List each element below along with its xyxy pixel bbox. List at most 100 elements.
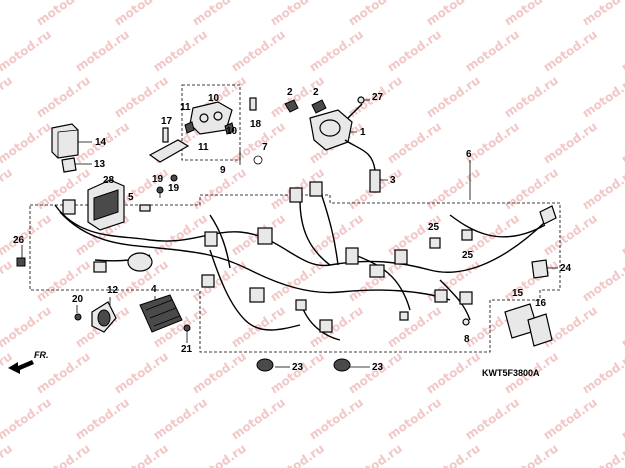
- watermark-text: motod.ru: [502, 73, 561, 120]
- callout-9: 9: [220, 165, 226, 176]
- callout-21: 21: [181, 344, 193, 355]
- fuse-box-28: [87, 179, 125, 231]
- watermark-text: motod.ru: [190, 349, 249, 396]
- watermark-text: motod.ru: [151, 395, 210, 442]
- harness-cylinder: [127, 252, 153, 272]
- callout-24: 24: [560, 263, 572, 274]
- watermark-text: motod.ru: [229, 27, 288, 74]
- watermark-text: motod.ru: [0, 73, 15, 120]
- callout-19a: 19: [152, 174, 164, 185]
- watermark-text: motod.ru: [190, 257, 249, 304]
- watermark-text: motod.ru: [268, 0, 327, 28]
- watermark-text: motod.ru: [34, 257, 93, 304]
- callout-18: 18: [250, 119, 262, 130]
- watermark-text: motod.ru: [580, 257, 625, 304]
- watermark-text: motod.ru: [346, 441, 405, 468]
- watermark-text: motod.ru: [541, 27, 600, 74]
- callout-23a: 23: [292, 362, 304, 373]
- harness-connectors: [62, 181, 557, 333]
- callout-10a: 10: [208, 93, 220, 104]
- callout-15: 15: [512, 288, 524, 299]
- watermark-text: motod.ru: [151, 27, 210, 74]
- watermark-text: motod.ru: [34, 0, 93, 28]
- watermark-text: motod.ru: [424, 441, 483, 468]
- watermark-text: motod.ru: [424, 0, 483, 28]
- watermark-text: motod.ru: [0, 211, 54, 258]
- callout-25a: 25: [428, 222, 440, 233]
- watermark-text: motod.ru: [502, 441, 561, 468]
- callout-17: 17: [161, 116, 173, 127]
- watermark-text: motod.ru: [424, 349, 483, 396]
- callout-11b: 11: [198, 142, 209, 153]
- callout-12: 12: [107, 285, 119, 296]
- watermark-text: motod.ru: [385, 303, 444, 350]
- watermark-text: motod.ru: [112, 73, 171, 120]
- horn-12: [91, 301, 117, 333]
- watermark-text: motod.ru: [190, 441, 249, 468]
- watermark-text: motod.ru: [385, 119, 444, 166]
- callout-10b: 10: [226, 126, 238, 137]
- callout-26: 26: [13, 235, 25, 246]
- callout-19b: 19: [168, 183, 180, 194]
- watermark-text: motod.ru: [34, 441, 93, 468]
- watermark-text: motod.ru: [619, 211, 625, 258]
- clip-7: [253, 155, 263, 165]
- watermark-text: motod.ru: [0, 165, 15, 212]
- watermark-text: motod.ru: [0, 0, 15, 28]
- grommet-26: [16, 257, 26, 267]
- ignition-coil-1: [309, 103, 381, 193]
- watermark-text: motod.ru: [0, 303, 54, 350]
- main-harness: [54, 189, 546, 341]
- watermark-text: motod.ru: [580, 349, 625, 396]
- watermark-text: motod.ru: [0, 349, 15, 396]
- callout-1: 1: [360, 127, 366, 138]
- regulator-4: [139, 294, 183, 333]
- watermark-text: motod.ru: [268, 441, 327, 468]
- front-arrow-label: FR.: [34, 350, 49, 360]
- watermark-text: motod.ru: [580, 0, 625, 28]
- watermark-text: motod.ru: [151, 211, 210, 258]
- callout-27: 27: [372, 92, 384, 103]
- bolt-21: [183, 324, 191, 332]
- watermark-text: motod.ru: [619, 119, 625, 166]
- watermark-text: motod.ru: [385, 27, 444, 74]
- callout-4: 4: [151, 284, 157, 295]
- bolt-19: [156, 174, 178, 194]
- watermark-text: motod.ru: [307, 27, 366, 74]
- watermark-text: motod.ru: [112, 349, 171, 396]
- watermark-text: motod.ru: [73, 395, 132, 442]
- callout-7: 7: [262, 142, 268, 153]
- watermark-text: motod.ru: [580, 73, 625, 120]
- front-arrow-icon: [8, 360, 34, 374]
- watermark-text: motod.ru: [424, 73, 483, 120]
- watermark-text: motod.ru: [0, 27, 54, 74]
- callout-16: 16: [535, 298, 547, 309]
- watermark-text: motod.ru: [112, 441, 171, 468]
- watermark-text: motod.ru: [580, 441, 625, 468]
- watermark-text: motod.ru: [73, 27, 132, 74]
- bolt-8: [462, 318, 470, 326]
- callout-8: 8: [464, 334, 470, 345]
- watermark-text: motod.ru: [619, 303, 625, 350]
- clip-5: [139, 204, 151, 212]
- watermark-text: motod.ru: [541, 303, 600, 350]
- watermark-text: motod.ru: [0, 441, 15, 468]
- grommet-23: [256, 358, 351, 372]
- callout-3: 3: [390, 175, 396, 186]
- watermark-text: motod.ru: [385, 211, 444, 258]
- relay-13: [61, 157, 77, 173]
- watermark-text: motod.ru: [463, 119, 522, 166]
- watermark-text: motod.ru: [541, 119, 600, 166]
- watermark-text: motod.ru: [112, 0, 171, 28]
- watermark-text: motod.ru: [0, 119, 54, 166]
- callout-13: 13: [94, 159, 106, 170]
- watermark-text: motod.ru: [424, 165, 483, 212]
- watermark-text: motod.ru: [229, 395, 288, 442]
- sensor-24: [531, 259, 549, 279]
- watermark-text: motod.ru: [34, 73, 93, 120]
- callout-6: 6: [466, 149, 472, 160]
- clip-2: [284, 99, 327, 114]
- relay-14: [51, 123, 79, 159]
